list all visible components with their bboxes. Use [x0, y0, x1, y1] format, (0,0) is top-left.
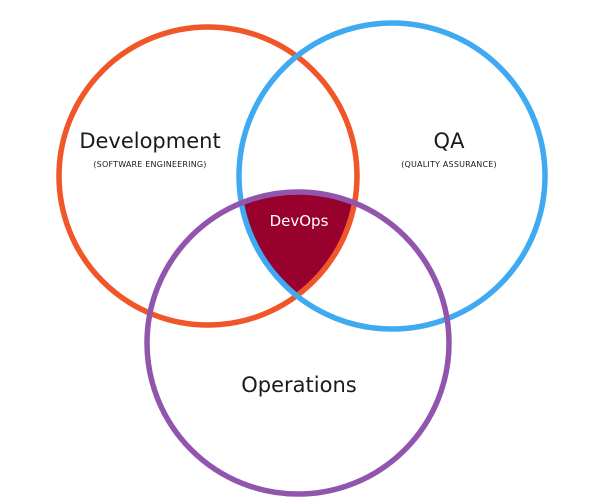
- development-sublabel: (SOFTWARE ENGINEERING): [93, 160, 206, 169]
- devops-label: DevOps: [270, 212, 329, 230]
- development-circle: [56, 24, 360, 328]
- qa-sublabel: (QUALITY ASSURANCE): [401, 160, 497, 169]
- qa-label: QA: [434, 129, 466, 153]
- operations-circle: [144, 189, 452, 497]
- operations-label: Operations: [241, 373, 356, 397]
- development-label: Development: [79, 129, 220, 153]
- qa-circle: [236, 20, 548, 332]
